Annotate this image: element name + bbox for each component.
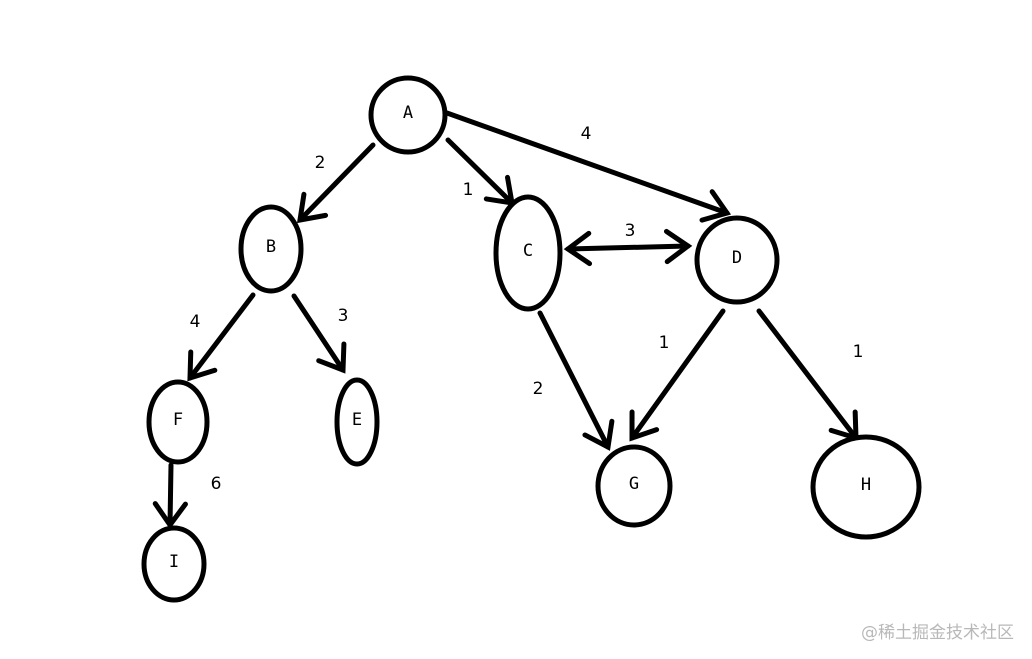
edge-weight-d-h: 1 <box>853 342 864 362</box>
edge-weight-c-g: 2 <box>533 379 544 399</box>
edge-weight-b-f: 4 <box>190 312 201 332</box>
edge-line <box>444 110 730 216</box>
edge-a-d <box>444 110 732 223</box>
edge-b-f <box>187 292 256 382</box>
node-i: I <box>141 525 207 603</box>
node-b: B <box>238 204 304 294</box>
node-label: A <box>403 103 413 123</box>
node-shape <box>493 194 563 312</box>
edge-weight-a-d: 4 <box>581 124 592 144</box>
watermark: @稀土掘金技术社区 <box>861 623 1014 643</box>
edges-layer <box>152 110 859 530</box>
edge-line <box>565 243 691 252</box>
edge-d-h <box>756 308 859 442</box>
node-a: A <box>368 75 448 155</box>
node-c: C <box>493 194 563 312</box>
arrow-head-icon <box>152 501 188 530</box>
arrow-head-icon <box>629 409 660 442</box>
node-g: G <box>595 444 673 528</box>
arrow-head-icon <box>563 230 593 267</box>
edge-f-i <box>152 462 188 530</box>
edge-line <box>756 308 859 441</box>
node-shape <box>595 444 673 528</box>
edge-line <box>187 292 256 381</box>
node-label: H <box>861 475 871 495</box>
edge-weight-a-b: 2 <box>315 153 326 173</box>
node-d: D <box>694 215 780 305</box>
edge-line <box>297 142 376 223</box>
edge-c-d <box>563 228 693 267</box>
node-label: D <box>732 248 742 268</box>
arrow-head-icon <box>582 418 615 451</box>
node-f: F <box>146 379 210 465</box>
edge-weight-f-i: 6 <box>211 474 222 494</box>
edge-weight-b-e: 3 <box>338 306 349 326</box>
edge-weight-d-g: 1 <box>659 333 670 353</box>
arrow-head-icon <box>187 349 218 382</box>
node-label: B <box>266 237 276 257</box>
edge-line <box>167 462 174 528</box>
edge-line <box>537 310 611 450</box>
weights-layer: 2 1 4 3 4 3 6 2 1 1 <box>190 124 864 494</box>
node-shape <box>146 379 210 465</box>
node-shape <box>694 215 780 305</box>
arrow-head-icon <box>296 191 329 224</box>
edge-line <box>445 137 515 206</box>
node-label: E <box>352 410 362 430</box>
node-label: I <box>169 552 179 572</box>
edge-a-c <box>445 137 516 207</box>
edge-weight-a-c: 1 <box>463 180 474 200</box>
node-shape <box>238 204 304 294</box>
edge-b-e <box>291 293 347 374</box>
edge-c-g <box>537 310 615 451</box>
node-shape <box>141 525 207 603</box>
edge-d-g <box>629 308 726 442</box>
node-shape <box>368 75 448 155</box>
node-shape <box>810 434 922 540</box>
node-shape <box>334 377 380 467</box>
node-e: E <box>334 377 380 467</box>
edge-weight-c-d: 3 <box>625 221 636 241</box>
edge-line <box>629 308 726 441</box>
edge-line <box>291 293 346 373</box>
edge-a-b <box>296 142 376 224</box>
node-label: C <box>523 241 533 261</box>
node-h: H <box>810 434 922 540</box>
nodes-layer: A B C D E F G H I <box>141 75 922 603</box>
arrow-head-icon <box>699 189 732 223</box>
arrow-head-icon <box>316 341 347 374</box>
arrow-head-icon <box>663 228 693 265</box>
node-label: F <box>173 410 183 430</box>
node-label: G <box>629 474 639 494</box>
